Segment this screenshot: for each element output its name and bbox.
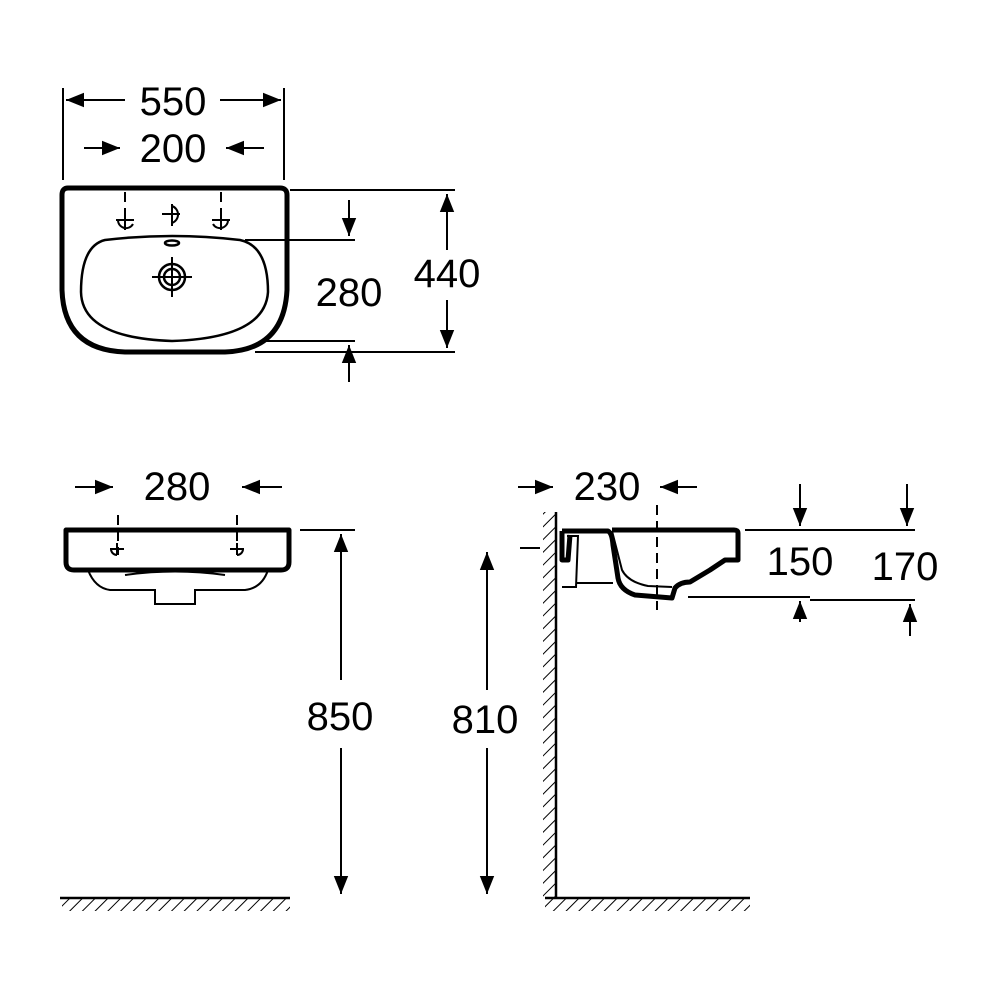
bracket-profile — [562, 535, 613, 588]
wall-hatch — [543, 512, 555, 898]
floor-hatch — [62, 899, 290, 911]
drain-icon — [152, 257, 192, 297]
tap-hole-marks — [116, 192, 230, 230]
fixing-mark — [230, 543, 244, 556]
overflow-hole — [163, 239, 181, 247]
dim-rim-height: 850 — [307, 695, 374, 739]
dim-fixing-spacing: 280 — [144, 465, 211, 509]
front-view: 280 850 — [60, 465, 373, 911]
dim-bowl-offset: 280 — [316, 271, 383, 315]
basin-outline — [59, 185, 290, 355]
fixing-mark — [110, 543, 124, 556]
bowl-outline — [79, 234, 270, 343]
floor-hatch — [545, 899, 750, 911]
bowl-inner-profile — [611, 530, 673, 588]
dim-overall-width: 550 — [140, 80, 207, 124]
dim-tap-spacing: 200 — [140, 127, 207, 171]
dim-total-height: 170 — [872, 545, 939, 589]
side-view: 230 810 150 170 — [452, 465, 939, 911]
dim-wall-to-drain: 230 — [574, 465, 641, 509]
dim-bowl-depth: 150 — [767, 540, 834, 584]
dim-overall-depth: 440 — [414, 252, 481, 296]
basin-side-profile — [559, 527, 741, 601]
basin-underside — [87, 569, 269, 605]
bowl-contour — [124, 570, 226, 576]
dim-bracket-height: 810 — [452, 698, 519, 742]
basin-front-outline — [63, 527, 292, 573]
top-view: 550 200 280 440 — [59, 80, 481, 382]
